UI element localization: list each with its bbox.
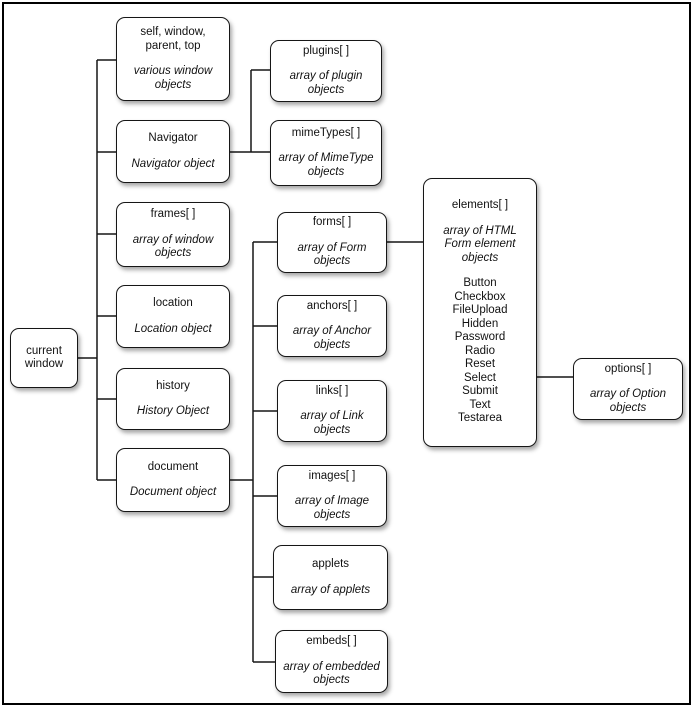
element-type-item: Hidden — [461, 317, 499, 330]
node-links: links[ ] array of Link objects — [277, 380, 387, 442]
element-type-item: Select — [464, 371, 496, 384]
node-elements: elements[ ] array of HTML Form element o… — [423, 178, 537, 447]
node-description: array of applets — [290, 583, 371, 596]
node-title: history — [156, 379, 190, 392]
node-title: Navigator — [148, 132, 198, 144]
node-frames: frames[ ] array of window objects — [116, 202, 230, 267]
node-images: images[ ] array of Image objects — [277, 465, 387, 527]
node-forms: forms[ ] array of Form objects — [277, 212, 387, 273]
node-title: anchors[ ] — [306, 299, 358, 312]
element-type-list: Button Checkbox FileUpload Hidden Passwo… — [453, 277, 508, 426]
node-title: embeds[ ] — [306, 635, 357, 648]
node-description: array of plugin objects — [289, 70, 363, 96]
node-anchors: anchors[ ] array of Anchor objects — [277, 295, 387, 357]
node-description: array of window objects — [132, 233, 214, 260]
node-title: location — [153, 297, 193, 309]
node-description: various window objects — [133, 65, 213, 91]
node-title: elements[ ] — [451, 199, 509, 212]
node-title: options[ ] — [604, 362, 652, 375]
node-navigator: Navigator Navigator object — [116, 120, 230, 183]
node-description: array of HTML Form element objects — [443, 224, 517, 264]
node-description: array of Option objects — [589, 388, 667, 414]
node-title: self, window, parent, top — [140, 26, 206, 52]
node-description: History Object — [136, 405, 210, 417]
node-title: current window — [24, 344, 64, 371]
node-current-window: current window — [10, 328, 78, 388]
element-type-item: Text — [469, 398, 491, 411]
node-history: history History Object — [116, 368, 230, 430]
node-location: location Location object — [116, 285, 230, 348]
element-type-item: FileUpload — [452, 304, 508, 317]
node-title: forms[ ] — [312, 216, 352, 229]
node-plugins: plugins[ ] array of plugin objects — [270, 40, 382, 102]
element-type-item: Checkbox — [454, 290, 506, 303]
node-description: array of Form objects — [297, 241, 367, 268]
element-type-item: Submit — [462, 385, 498, 398]
node-title: document — [147, 460, 199, 473]
node-description: Navigator object — [131, 157, 215, 170]
node-title: frames[ ] — [150, 208, 196, 221]
element-type-item: Testarea — [457, 412, 503, 425]
node-options: options[ ] array of Option objects — [573, 358, 683, 420]
node-title: mimeTypes[ ] — [291, 126, 361, 139]
node-title: links[ ] — [315, 384, 349, 397]
node-title: plugins[ ] — [302, 44, 350, 57]
element-type-item: Password — [454, 331, 506, 344]
element-type-item: Reset — [464, 358, 496, 371]
node-description: Document object — [129, 486, 217, 498]
node-self-window-parent-top: self, window, parent, top various window… — [116, 17, 230, 101]
node-document: document Document object — [116, 448, 230, 512]
node-description: array of Anchor objects — [292, 325, 372, 351]
node-title: applets — [311, 558, 350, 570]
element-type-item: Radio — [464, 344, 496, 357]
node-embeds: embeds[ ] array of embedded objects — [275, 630, 388, 693]
node-applets: applets array of applets — [273, 545, 388, 610]
node-description: array of Image objects — [294, 495, 370, 521]
node-description: array of Link objects — [300, 410, 364, 436]
element-type-item: Button — [463, 277, 497, 290]
node-description: Location object — [134, 322, 212, 335]
node-title: images[ ] — [308, 469, 356, 482]
node-mimetypes: mimeTypes[ ] array of MimeType objects — [270, 120, 382, 186]
node-description: array of MimeType objects — [278, 152, 374, 178]
node-description: array of embedded objects — [283, 660, 380, 687]
